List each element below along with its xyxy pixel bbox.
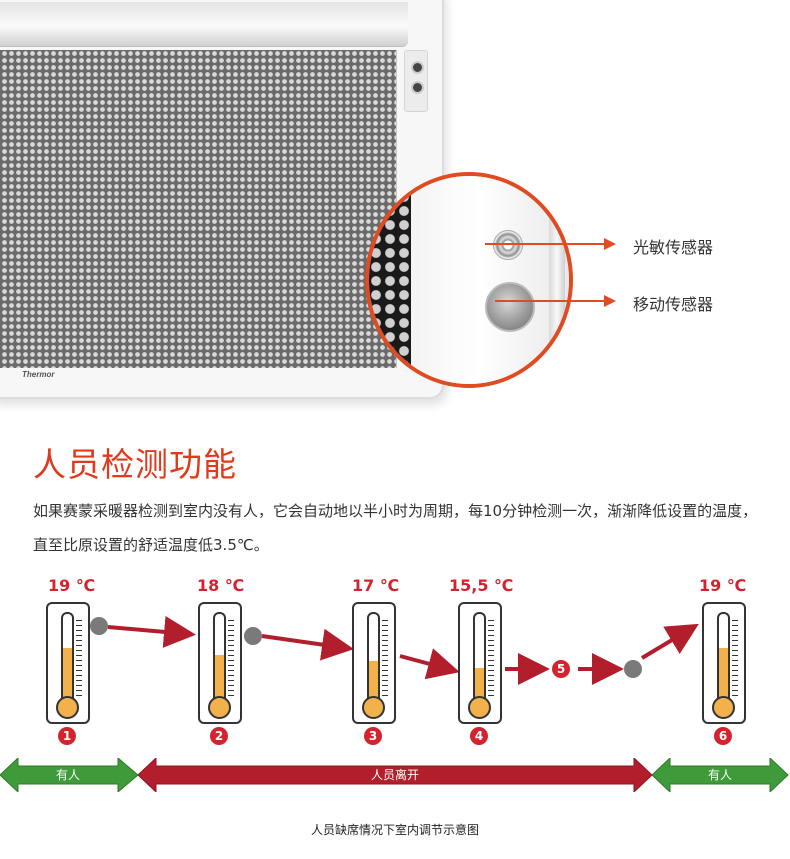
motion-sensor-icon bbox=[411, 81, 424, 94]
thermometer-icon bbox=[458, 602, 502, 724]
flow-arrow bbox=[107, 615, 196, 648]
section-description: 如果赛蒙采暖器检测到室内没有人，它会自动地以半小时为周期，每10分钟检测一次，渐… bbox=[33, 502, 758, 554]
flow-arrows bbox=[107, 615, 699, 685]
step-badge: 5 bbox=[552, 660, 570, 678]
heater-top-rail bbox=[0, 2, 408, 47]
thermometer-icon bbox=[702, 602, 746, 724]
light-sensor-icon bbox=[411, 61, 424, 74]
sensor-check-dot bbox=[90, 617, 108, 635]
callout-light-sensor: 光敏传感器 bbox=[633, 238, 714, 257]
thermometer-icon bbox=[46, 602, 90, 724]
band-label-absent: 人员离开 bbox=[370, 768, 419, 782]
zoom-plate bbox=[411, 176, 569, 384]
flow-arrow bbox=[261, 628, 354, 661]
section-title: 人员检测功能 bbox=[33, 445, 237, 484]
heater-grille bbox=[0, 50, 397, 368]
temperature-label: 18 ℃ bbox=[197, 576, 245, 595]
presence-bands bbox=[0, 758, 789, 792]
step-badge: 6 bbox=[714, 727, 732, 745]
product-photo: Thermor 光敏传感器 移动传感器 bbox=[0, 0, 790, 420]
temperature-label: 19 ℃ bbox=[48, 576, 96, 595]
step-badge: 3 bbox=[364, 727, 382, 745]
step-badge: 1 bbox=[58, 727, 76, 745]
arrow-right-icon bbox=[604, 238, 616, 250]
step-badge: 2 bbox=[210, 727, 228, 745]
temperature-label: 15,5 ℃ bbox=[449, 576, 514, 595]
step-badge: 4 bbox=[470, 727, 488, 745]
sensor-zoom-circle bbox=[365, 172, 573, 388]
zoom-grille bbox=[369, 176, 411, 384]
diagram-caption: 人员缺席情况下室内调节示意图 bbox=[310, 823, 479, 837]
heater-panel: Thermor bbox=[0, 0, 444, 399]
presence-diagram: 19 ℃ 1 18 ℃ 2 17 ℃ 3 15,5 ℃ 4 5 19 ℃ 6 有… bbox=[0, 570, 790, 859]
callout-motion-sensor: 移动传感器 bbox=[633, 295, 714, 314]
temperature-label: 19 ℃ bbox=[699, 576, 747, 595]
callout-line-light bbox=[485, 243, 610, 245]
flow-arrow bbox=[399, 648, 460, 680]
motion-sensor-icon bbox=[485, 282, 535, 332]
flow-arrow bbox=[640, 623, 699, 660]
sensor-check-dot bbox=[624, 660, 642, 678]
band-present-right bbox=[651, 758, 789, 792]
arrow-right-icon bbox=[604, 295, 616, 307]
temperature-label: 17 ℃ bbox=[352, 576, 400, 595]
brand-logo: Thermor bbox=[22, 370, 55, 379]
callout-line-motion bbox=[495, 300, 610, 302]
thermometer-icon bbox=[198, 602, 242, 724]
thermometer-icon bbox=[352, 602, 396, 724]
band-label-present: 有人 bbox=[55, 768, 80, 782]
sensor-strip bbox=[404, 50, 428, 112]
light-sensor-icon bbox=[493, 230, 523, 260]
sensor-check-dot bbox=[244, 627, 262, 645]
band-label-present: 有人 bbox=[707, 768, 732, 782]
